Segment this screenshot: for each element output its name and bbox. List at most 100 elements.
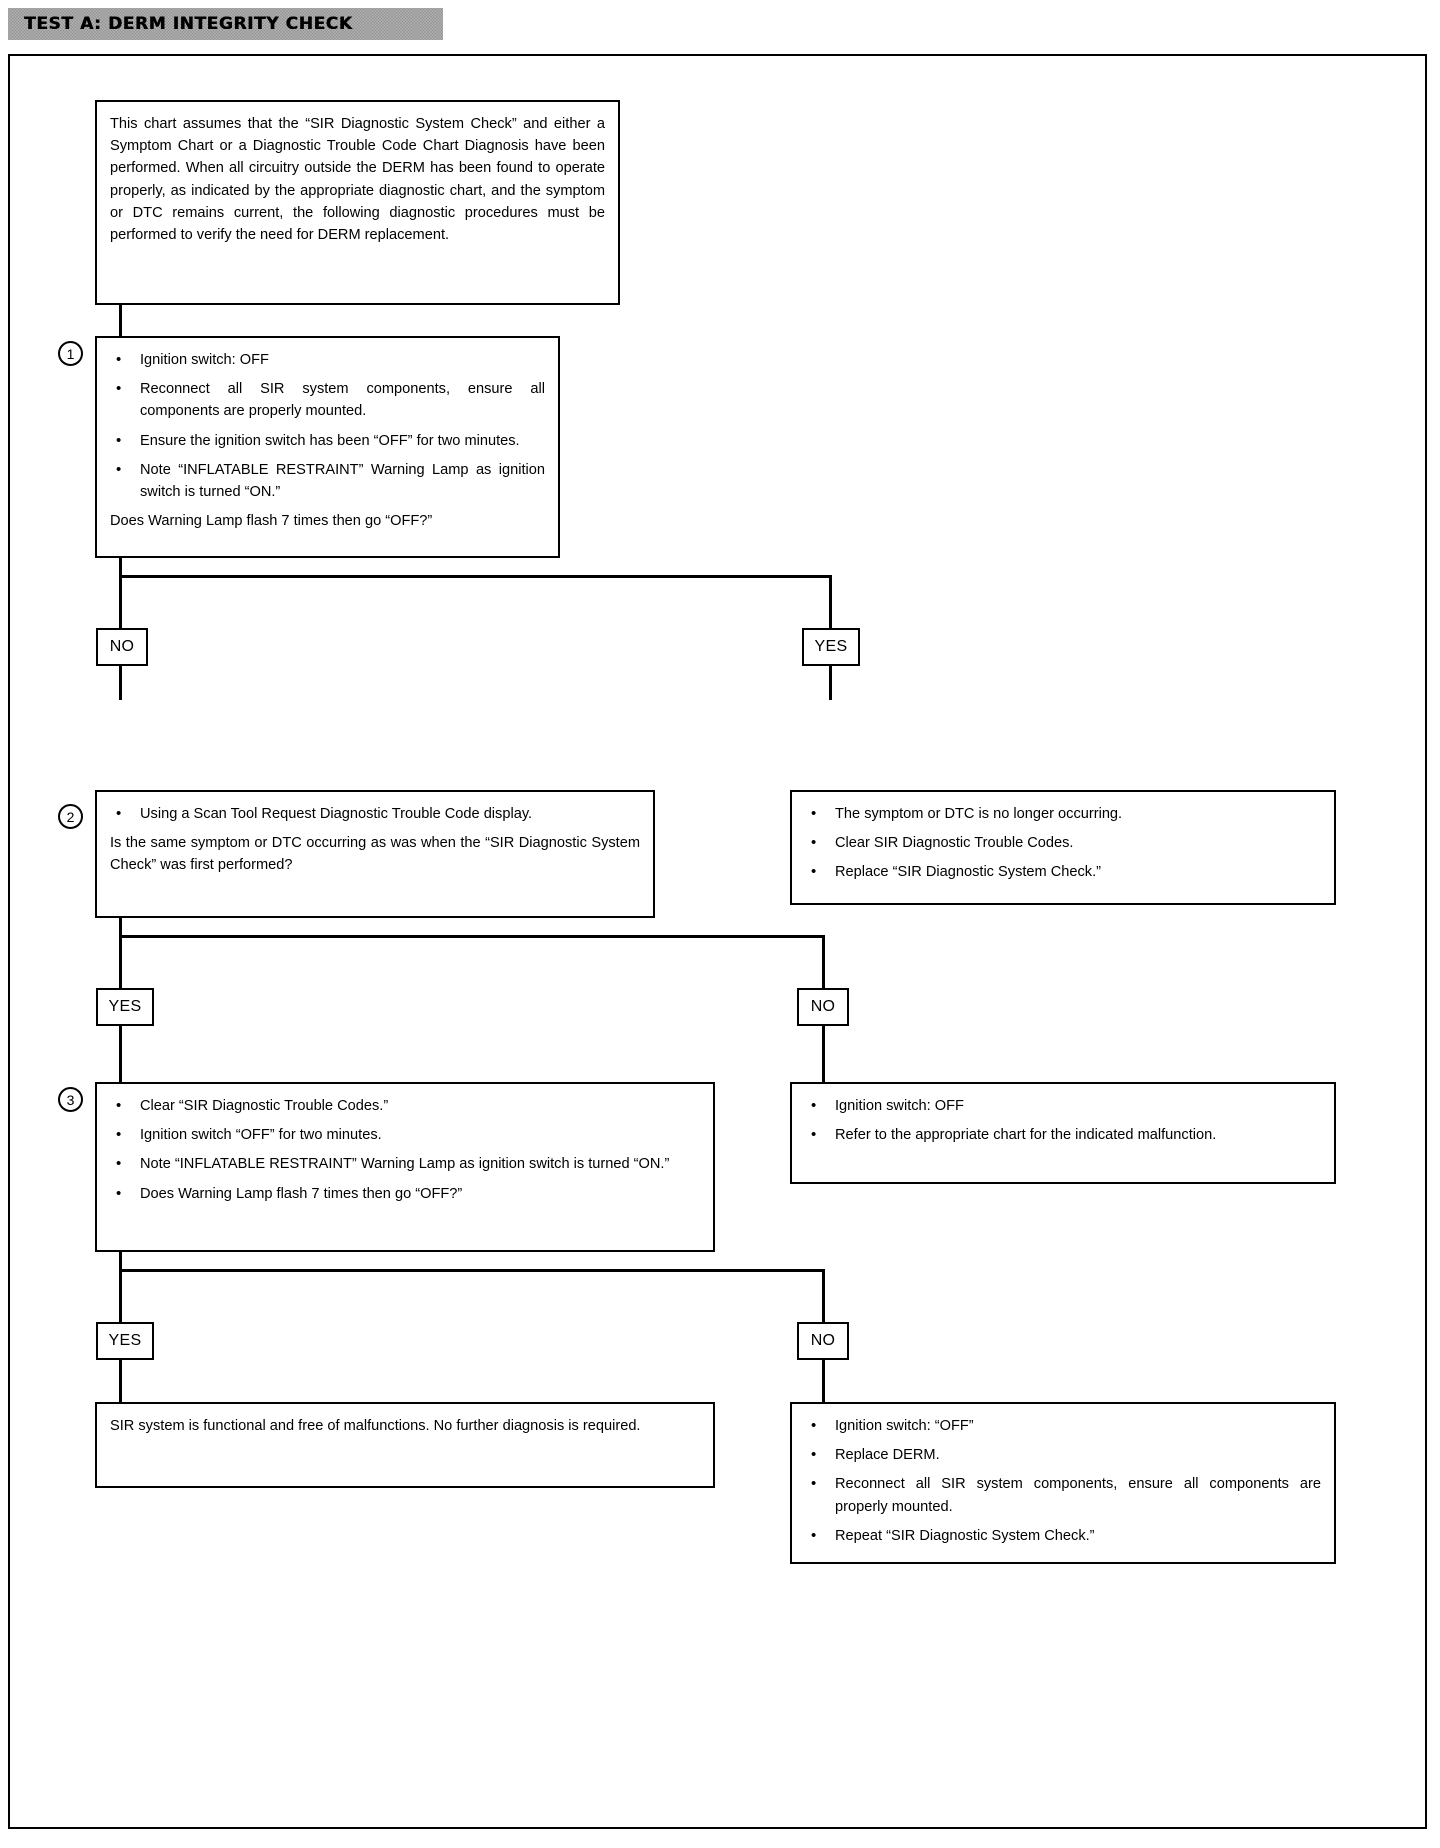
list-item: • Ensure the ignition switch has been “OF… xyxy=(110,430,545,452)
branch-yes-step2: YES xyxy=(96,988,154,1026)
branch-label: YES xyxy=(108,998,142,1015)
bullet-icon: • xyxy=(116,1097,122,1114)
list-item: • The symptom or DTC is no longer occurri… xyxy=(805,803,1321,825)
list-item-text: Using a Scan Tool Request Diagnostic Tro… xyxy=(140,806,533,822)
step2-no-result-box: • Ignition switch: OFF • Refer to the appr… xyxy=(790,1082,1336,1184)
branch-label: NO xyxy=(810,1332,836,1349)
list-item-text: Replace “SIR Diagnostic System Check.” xyxy=(835,864,1102,881)
bullet-icon: • xyxy=(811,834,817,852)
list-item: • Ignition switch “OFF” for two minutes. xyxy=(110,1124,700,1146)
step1-yes-result-box: • The symptom or DTC is no longer occurri… xyxy=(790,790,1336,905)
step-number-3: 3 xyxy=(58,1087,83,1112)
step-2-box: •Using a Scan Tool Request Diagnostic Tr… xyxy=(95,790,655,918)
bullet-icon: • xyxy=(811,1097,817,1114)
step-2-question: Is the same symptom or DTC occurring as … xyxy=(110,835,640,874)
connector-yes3-to-result xyxy=(119,1360,122,1402)
list-item-text: Clear SIR Diagnostic Trouble Codes. xyxy=(835,835,1074,852)
intro-box: This chart assumes that the “SIR Diagnos… xyxy=(95,100,620,305)
connector-step3-split xyxy=(119,1269,825,1272)
bullet-icon: • xyxy=(116,1184,122,1202)
bullet-icon: • xyxy=(811,805,817,822)
list-item-text: Ignition switch: “OFF” xyxy=(835,1418,974,1434)
test-title-banner: TEST A: DERM INTEGRITY CHECK xyxy=(8,8,443,40)
branch-label: NO xyxy=(810,998,836,1015)
step3-no-bullet-list: •Ignition switch: “OFF” •Replace DERM. •… xyxy=(805,1415,1321,1547)
list-item-text: Clear “SIR Diagnostic Trouble Codes.” xyxy=(140,1098,389,1114)
list-item: •Ignition switch: “OFF” xyxy=(805,1415,1321,1437)
list-item-text: Reconnect all SIR system components, ens… xyxy=(140,381,545,420)
intro-text: This chart assumes that the “SIR Diagnos… xyxy=(110,116,605,243)
branch-label: NO xyxy=(109,638,135,655)
connector-intro-to-step1 xyxy=(119,305,122,336)
list-item: • Replace “SIR Diagnostic System Check.” xyxy=(805,861,1321,883)
page-title: TEST A: DERM INTEGRITY CHECK xyxy=(24,14,353,34)
list-item-text: Refer to the appropriate chart for the i… xyxy=(835,1127,1217,1144)
step-number-3-label: 3 xyxy=(66,1091,75,1108)
bullet-icon: • xyxy=(116,1155,122,1173)
list-item-text: Does Warning Lamp flash 7 times then go … xyxy=(140,1185,463,1202)
connector-step3-down xyxy=(119,1252,122,1322)
list-item-text: Ignition switch “OFF” for two minutes. xyxy=(140,1127,382,1144)
step-3-box: • Clear “SIR Diagnostic Trouble Codes.” •… xyxy=(95,1082,715,1252)
connector-yes1-to-result xyxy=(829,666,832,700)
branch-no-step1: NO xyxy=(96,628,148,666)
connector-step2-no-down xyxy=(822,935,825,988)
bullet-icon: • xyxy=(116,351,122,368)
connector-step2-split xyxy=(119,935,825,938)
step-2-bullet-list: •Using a Scan Tool Request Diagnostic Tr… xyxy=(110,803,640,825)
bullet-icon: • xyxy=(811,1446,817,1464)
connector-no2-to-result xyxy=(822,1026,825,1082)
list-item: • Ignition switch: OFF xyxy=(110,349,545,371)
branch-no-step3: NO xyxy=(797,1322,849,1360)
bullet-icon: • xyxy=(116,431,122,449)
step-3-bullet-list: • Clear “SIR Diagnostic Trouble Codes.” •… xyxy=(110,1095,700,1205)
list-item: • Reconnect all SIR system components, en… xyxy=(110,378,545,422)
step-1-bullet-list: • Ignition switch: OFF • Reconnect all SIR… xyxy=(110,349,545,503)
list-item-text: Note “INFLATABLE RESTRAINT” Warning Lamp… xyxy=(140,461,545,500)
list-item-text: Repeat “SIR Diagnostic System Check.” xyxy=(835,1527,1095,1544)
branch-yes-step1: YES xyxy=(802,628,860,666)
list-item-text: Note “INFLATABLE RESTRAINT” Warning Lamp… xyxy=(140,1156,670,1173)
connector-step2-down xyxy=(119,918,122,988)
bullet-icon: • xyxy=(811,1126,817,1144)
list-item-text: The symptom or DTC is no longer occurrin… xyxy=(835,806,1123,822)
step-number-2-label: 2 xyxy=(66,808,75,825)
bullet-icon: • xyxy=(116,1126,122,1144)
branch-no-step2: NO xyxy=(797,988,849,1026)
list-item-text: Reconnect all SIR system components, ens… xyxy=(835,1476,1321,1515)
list-item: • Refer to the appropriate chart for the … xyxy=(805,1124,1321,1146)
step-1-box: • Ignition switch: OFF • Reconnect all SIR… xyxy=(95,336,560,558)
list-item-text: Ensure the ignition switch has been “OFF… xyxy=(140,432,520,449)
step-number-1-label: 1 xyxy=(66,345,75,362)
list-item-text: Ignition switch: OFF xyxy=(140,352,269,368)
bullet-icon: • xyxy=(811,1526,817,1544)
list-item: • Does Warning Lamp flash 7 times then go… xyxy=(110,1183,700,1205)
list-item-text: Ignition switch: OFF xyxy=(835,1098,964,1114)
list-item: • Reconnect all SIR system components, en… xyxy=(805,1473,1321,1517)
connector-step1-down xyxy=(119,558,122,628)
bullet-icon: • xyxy=(116,380,122,398)
connector-step1-split xyxy=(119,575,832,578)
chart-frame xyxy=(8,54,1427,1829)
list-item: • Ignition switch: OFF xyxy=(805,1095,1321,1117)
branch-label: YES xyxy=(108,1332,142,1349)
connector-step1-yes-down xyxy=(829,575,832,628)
list-item: • Note “INFLATABLE RESTRAINT” Warning Lam… xyxy=(110,459,545,503)
list-item-text: Replace DERM. xyxy=(835,1447,940,1464)
branch-label: YES xyxy=(814,638,848,655)
step3-no-result-box: •Ignition switch: “OFF” •Replace DERM. •… xyxy=(790,1402,1336,1564)
step3-yes-result-box: SIR system is functional and free of mal… xyxy=(95,1402,715,1488)
step1-yes-bullet-list: • The symptom or DTC is no longer occurri… xyxy=(805,803,1321,884)
connector-no3-to-result xyxy=(822,1360,825,1402)
connector-yes2-to-step3 xyxy=(119,1026,122,1082)
bullet-icon: • xyxy=(116,460,122,478)
bullet-icon: • xyxy=(811,863,817,881)
step2-no-bullet-list: • Ignition switch: OFF • Refer to the appr… xyxy=(805,1095,1321,1146)
list-item: • Repeat “SIR Diagnostic System Check.” xyxy=(805,1525,1321,1547)
list-item: •Using a Scan Tool Request Diagnostic Tr… xyxy=(110,803,640,825)
bullet-icon: • xyxy=(811,1475,817,1493)
step3-yes-text: SIR system is functional and free of mal… xyxy=(110,1418,641,1434)
step-number-1: 1 xyxy=(58,341,83,366)
step-1-question: Does Warning Lamp flash 7 times then go … xyxy=(110,513,433,530)
branch-yes-step3: YES xyxy=(96,1322,154,1360)
